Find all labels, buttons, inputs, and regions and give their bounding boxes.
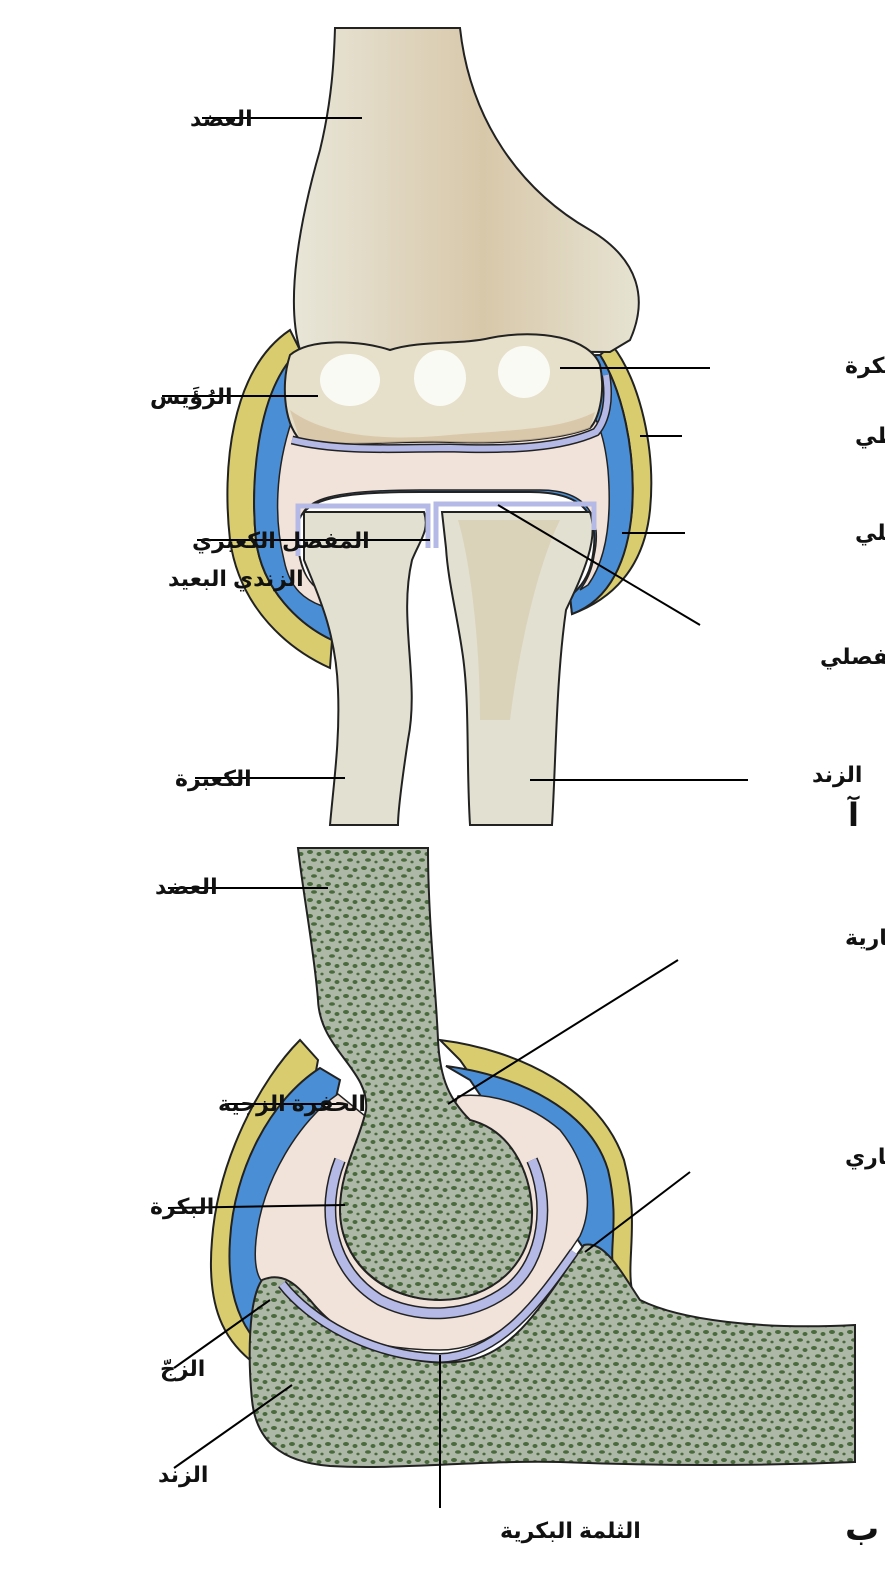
label-olecranon-b: الزجّ bbox=[160, 1356, 205, 1382]
radius-a bbox=[303, 511, 427, 826]
trochlea-highlight-2 bbox=[498, 346, 550, 398]
label-notch-b: الثلمة البكرية bbox=[500, 1518, 641, 1544]
panel-a bbox=[226, 27, 653, 826]
capitulum-highlight-a bbox=[320, 354, 380, 406]
leader-olecranon-fossa-b bbox=[447, 959, 679, 1105]
humerus-b bbox=[296, 847, 534, 1302]
leader-trochlea-b bbox=[167, 1204, 346, 1209]
label-trochlea-b: البكرة bbox=[150, 1194, 214, 1220]
panel-b bbox=[210, 847, 856, 1468]
label-olecranon-fossa-b: الحفرة المنقارية bbox=[845, 925, 885, 951]
label-cartilage-a: الغضروف المفصلي bbox=[820, 644, 885, 670]
humerus-shaft-a bbox=[292, 27, 640, 354]
leader-lines bbox=[162, 117, 748, 1508]
leader-ulna-b bbox=[173, 1384, 293, 1469]
condyle-shade-a bbox=[290, 410, 595, 444]
label-ulna-a: الزند bbox=[812, 762, 862, 788]
leader-olecranon-b bbox=[173, 1299, 271, 1369]
label-coronoid-b: الناتئ المنقاري bbox=[845, 1144, 885, 1170]
label-humerus-b: العضد bbox=[155, 874, 218, 899]
label-radial-fossa-b: الحفرة الزجية bbox=[218, 1091, 366, 1117]
label-radioulnar-line2: الزندي البعيد bbox=[168, 566, 304, 592]
labels: العضد البكرة الرُؤَيس الرباط المحفظي الغ… bbox=[150, 106, 885, 1548]
ulna-cartilage-a bbox=[433, 501, 597, 548]
label-capsule-a: الرباط المحفظي bbox=[855, 423, 885, 449]
leader-coronoid-b bbox=[584, 1171, 691, 1253]
panel-b-letter: ب bbox=[845, 1510, 879, 1548]
label-radius-a: الكعبرة bbox=[175, 766, 252, 792]
label-synovial-a: الغشاء الزليلي bbox=[855, 520, 885, 546]
label-trochlea-a: البكرة bbox=[845, 353, 885, 379]
label-capitulum-a: الرُؤَيس bbox=[150, 384, 233, 410]
label-ulna-b: الزند bbox=[158, 1462, 208, 1488]
ulna-inner-shade-a bbox=[458, 520, 560, 720]
label-radioulnar-line1: المفصل الكعبري bbox=[192, 528, 370, 554]
trochlea-cartilage-b-inner bbox=[325, 1158, 547, 1318]
trochlea-highlight-1 bbox=[414, 350, 466, 406]
panel-a-letter: آ bbox=[847, 795, 860, 833]
humerus-cartilage-a-inner bbox=[291, 374, 611, 452]
radius-cartilage-a bbox=[295, 503, 431, 556]
label-humerus-a: العضد bbox=[190, 106, 253, 131]
leader-cartilage-a bbox=[497, 504, 701, 626]
